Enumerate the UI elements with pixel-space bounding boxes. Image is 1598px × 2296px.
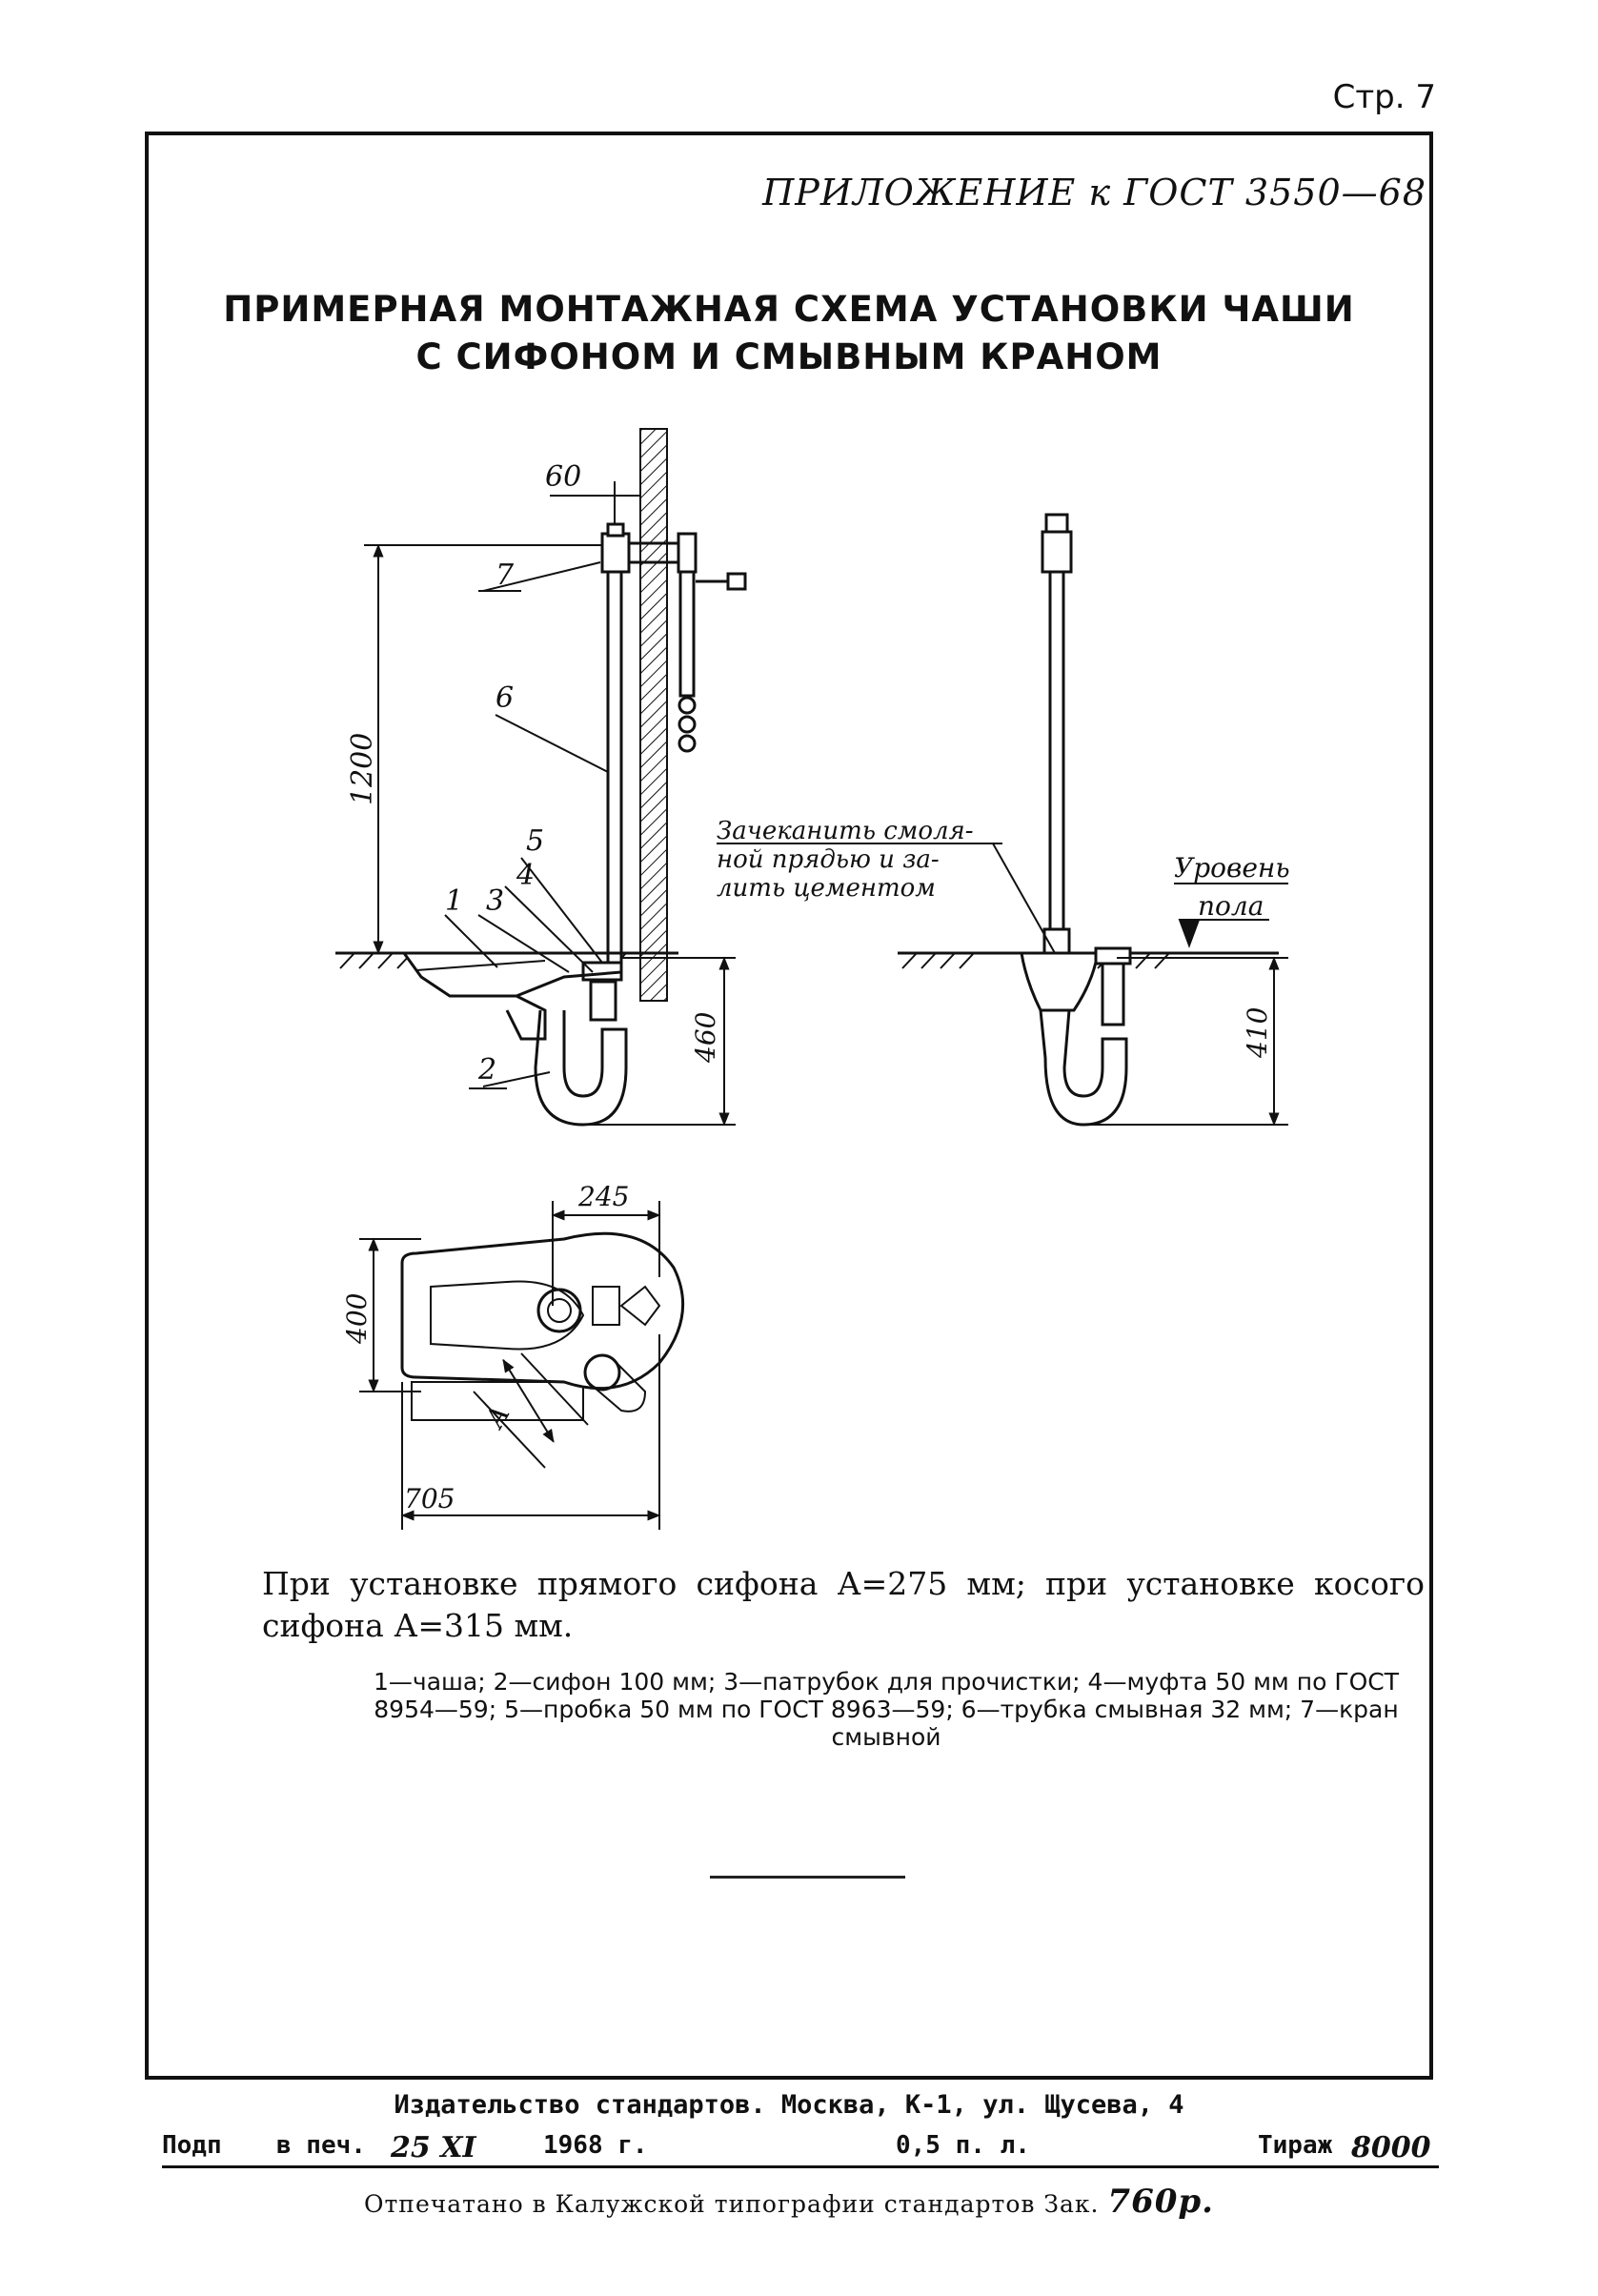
order-label: Зак. [1043, 2190, 1100, 2218]
floor-note-line-1: Уровень [1174, 852, 1290, 884]
dim-60-label: 60 [545, 460, 581, 494]
dim-705-label: 705 [404, 1483, 455, 1514]
callout-3: 3 [486, 884, 504, 918]
drain-circle [536, 1288, 582, 1333]
plan-view: 245 400 705 А [341, 1181, 685, 1530]
caulk-note-line-2: ной прядью и за- [717, 845, 940, 874]
dim-400: 400 [341, 1237, 421, 1393]
callout-2: 2 [477, 1053, 496, 1087]
caulk-note-line-1: Зачеканить смоля- [717, 817, 974, 845]
print-info-line: Подп в печ. 25 XI 1968 г. 0,5 п. л. Тира… [162, 2131, 1439, 2168]
callout-5: 5 [526, 824, 544, 858]
page-frame [145, 132, 1433, 2076]
toilet-bowl-right [1020, 946, 1132, 1127]
right-front-view: 410 Зачеканить смоля- ной прядью и за- л… [717, 513, 1290, 1127]
flush-pipe-left [600, 522, 747, 963]
sign-date: 25 XI [391, 2131, 476, 2164]
dim-460-label: 460 [690, 1012, 721, 1064]
siphon-outlet-plan [583, 1353, 647, 1412]
publisher-line: Издательство стандартов. Москва, К-1, ул… [394, 2090, 1184, 2120]
callout-6: 6 [496, 681, 514, 715]
dim-60: 60 [545, 460, 641, 524]
printed-text: Отпечатано в Калужской типографии станда… [363, 2190, 1036, 2218]
section-divider [710, 1876, 905, 1879]
callout-1: 1 [445, 884, 463, 918]
caulk-note-line-3: лить цементом [717, 874, 936, 903]
order-number: 760р. [1107, 2183, 1215, 2221]
to-print-label: в печ. [276, 2131, 366, 2160]
parts-legend: 1—чаша; 2—сифон 100 мм; 3—патрубок для п… [374, 1668, 1399, 1751]
page-number: Стр. 7 [1332, 78, 1436, 116]
print-run: 8000 [1351, 2131, 1431, 2164]
title-line-1: ПРИМЕРНАЯ МОНТАЖНАЯ СХЕМА УСТАНОВКИ ЧАШИ [223, 289, 1355, 330]
appendix-header: ПРИЛОЖЕНИЕ к ГОСТ 3550—68 [762, 172, 1426, 213]
caulk-note: Зачеканить смоля- ной прядью и за- лить … [717, 817, 1056, 954]
wall [639, 428, 668, 1002]
printed-line: Отпечатано в Калужской типографии станда… [145, 2183, 1433, 2221]
dim-410: 410 [1083, 956, 1288, 1127]
installation-drawing: 60 1200 460 7 6 5 4 3 1 [335, 428, 1290, 1530]
title-line-2: С СИФОНОМ И СМЫВНЫМ КРАНОМ [415, 336, 1163, 377]
callout-7: 7 [496, 559, 515, 592]
dim-460: 460 [583, 956, 736, 1127]
page-title: ПРИМЕРНАЯ МОНТАЖНАЯ СХЕМА УСТАНОВКИ ЧАШИ… [145, 286, 1433, 381]
footer-rule [145, 2076, 1433, 2080]
floor-note-line-2: пола [1198, 890, 1264, 922]
dim-705: 705 [400, 1334, 661, 1530]
dim-410-label: 410 [1242, 1007, 1273, 1059]
callout-4: 4 [516, 859, 535, 892]
sheets: 0,5 п. л. [896, 2131, 1030, 2160]
dim-400-label: 400 [341, 1293, 373, 1345]
toilet-bowl-left [401, 951, 628, 1127]
flush-pipe-right [1041, 513, 1073, 955]
year: 1968 г. [543, 2131, 648, 2160]
signed-label: Подп [162, 2131, 222, 2160]
siphon-note: При установке прямого сифона А=275 мм; п… [262, 1565, 1425, 1644]
dim-1200-label: 1200 [346, 733, 379, 805]
print-run-label: Тираж [1258, 2131, 1333, 2160]
dim-245: 245 [551, 1181, 661, 1306]
callouts-left: 7 6 5 4 3 1 2 [444, 559, 609, 1089]
floor-note: Уровень пола [1174, 852, 1290, 948]
dim-1200: 1200 [346, 543, 602, 955]
dim-245-label: 245 [577, 1181, 629, 1212]
left-side-view: 60 1200 460 7 6 5 4 3 1 [335, 428, 747, 1127]
